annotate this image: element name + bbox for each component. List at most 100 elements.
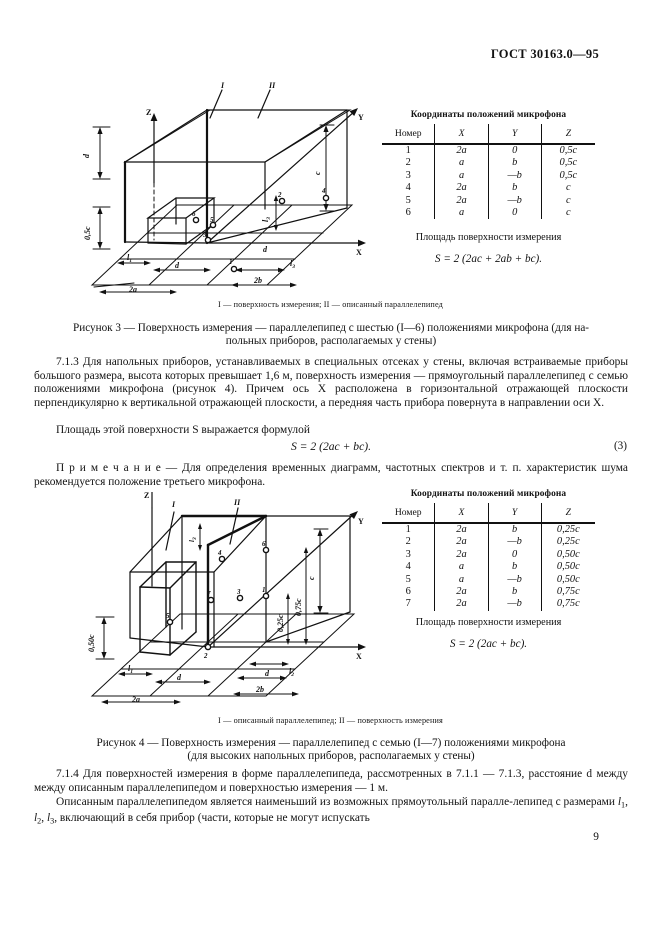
leader-label-2: II bbox=[268, 81, 276, 90]
cell-y: b bbox=[488, 586, 542, 599]
mic-label-6: 6 bbox=[262, 540, 266, 548]
table-row: 1 2a 0 0,5c bbox=[382, 144, 595, 158]
cell-x: a bbox=[434, 169, 489, 183]
cell-number: 7 bbox=[382, 598, 436, 611]
col-header-x: X bbox=[434, 503, 489, 523]
col-header-y: Y bbox=[488, 503, 542, 523]
cell-number: 4 bbox=[382, 182, 436, 195]
dim-label-l3: l3 bbox=[188, 537, 198, 542]
table-row: 3 a —b 0,5c bbox=[382, 169, 595, 183]
axis-label-z: Z bbox=[144, 492, 149, 500]
table-row: 5 2a —b c bbox=[382, 194, 595, 208]
mic-label-7: 7 bbox=[207, 590, 211, 598]
table-header-row: Номер X Y Z bbox=[382, 124, 595, 144]
cell-y: —b bbox=[488, 598, 542, 611]
table-row: 2 2a —b 0,25c bbox=[382, 536, 595, 549]
mic-point-2 bbox=[278, 197, 286, 205]
dim-label-half-c: 0,50c bbox=[87, 634, 96, 652]
figure-4-svg: Z Y X I II l3 0,50c c 0,75c 0,25c l1 d l… bbox=[87, 491, 366, 705]
cell-z: 0,5c bbox=[559, 145, 578, 156]
cell-y: —b bbox=[488, 573, 542, 587]
dim-label-d2: d bbox=[265, 669, 270, 678]
axis-label-x: X bbox=[356, 652, 362, 661]
cell-z: c bbox=[566, 182, 571, 194]
dim-label-d: d bbox=[177, 673, 182, 682]
cell-x: 2a bbox=[434, 586, 489, 599]
mic-point-4 bbox=[322, 194, 330, 202]
cell-z: 0,75c bbox=[556, 598, 580, 610]
cell-number: 1 bbox=[382, 144, 436, 158]
paragraph-7-1-3-tail: Площадь этой поверхности S выражается фо… bbox=[56, 424, 310, 436]
dim-label-2a: 2a bbox=[131, 695, 140, 704]
cell-number: 5 bbox=[382, 194, 436, 208]
figure-4-caption: Рисунок 4 — Поверхность измерения — пара… bbox=[96, 737, 566, 763]
dim-label-c: c bbox=[307, 576, 316, 580]
mic-label-4: 4 bbox=[217, 549, 222, 557]
dim-label-quarter-c: 0,25c bbox=[276, 614, 285, 632]
coord-table-2-title: Координаты положений микрофона bbox=[410, 489, 567, 499]
dim-label-d2: d bbox=[175, 261, 180, 270]
mic-point-5 bbox=[209, 221, 217, 229]
figure-3-svg: Z Y X I II d 0,5c c l3 l1 d l3 d 2a 2b 1… bbox=[82, 81, 366, 295]
mic-label-2: 2 bbox=[277, 191, 282, 199]
axis-label-y: Y bbox=[358, 517, 364, 526]
cell-number: 1 bbox=[382, 523, 436, 537]
figure-4-legend: I — описанный параллелепипед; II — повер… bbox=[218, 716, 443, 725]
axis-label-y: Y bbox=[358, 113, 364, 122]
cell-z: c bbox=[566, 194, 571, 206]
cell-x: a bbox=[434, 573, 489, 587]
coord-table-1: Номер X Y Z 1 2a 0 0,5c 2 a b 0,5c 3 a bbox=[382, 124, 595, 220]
note-7-1-3: П р и м е ч а н и е — Для определения вр… bbox=[34, 462, 628, 488]
table-row: 7 2a —b 0,75c bbox=[382, 598, 595, 611]
cell-y: —b bbox=[488, 536, 542, 549]
table-header-row: Номер X Y Z bbox=[382, 503, 595, 523]
cell-x: 2a bbox=[434, 144, 489, 158]
cell-z: 0,5c bbox=[559, 169, 578, 181]
page-number: 9 bbox=[593, 831, 599, 843]
col-header-x: X bbox=[434, 124, 489, 144]
figure-3-caption: Рисунок 3 — Поверхность измерения — пара… bbox=[72, 322, 590, 348]
mic-label-1: 1 bbox=[262, 586, 266, 594]
cell-z: 0,50c bbox=[556, 561, 580, 573]
mic-point-1 bbox=[230, 265, 238, 273]
col-header-z: Z bbox=[565, 128, 572, 139]
mic-point-3 bbox=[236, 594, 244, 602]
cell-y: 0 bbox=[488, 207, 542, 220]
cell-y: b bbox=[488, 523, 542, 537]
dim-label-2a: 2a bbox=[128, 285, 137, 294]
standard-header: ГОСТ 30163.0—95 bbox=[490, 47, 599, 61]
mic-point-1 bbox=[262, 592, 270, 600]
figure-3-diagram: Z Y X I II d 0,5c c l3 l1 d l3 d 2a 2b 1… bbox=[62, 80, 374, 307]
cell-number: 3 bbox=[382, 548, 436, 562]
col-header-y: Y bbox=[488, 124, 542, 144]
cell-y: b bbox=[488, 157, 542, 170]
mic-point-3 bbox=[204, 236, 212, 244]
figure-4-diagram: Z Y X I II l3 0,50c c 0,75c 0,25c l1 d l… bbox=[62, 491, 374, 713]
axis-label-x: X bbox=[356, 248, 362, 257]
dim-label-l1: l1 bbox=[128, 664, 133, 675]
cell-number: 3 bbox=[382, 169, 436, 183]
leader-label-1: I bbox=[220, 81, 225, 90]
dim-label-c: c bbox=[313, 171, 322, 175]
paragraph-7-1-4b: Описанным параллелепипедом является наим… bbox=[34, 796, 628, 826]
mic-label-5: 5 bbox=[210, 216, 214, 224]
formula-3-number: (3) bbox=[613, 440, 627, 452]
coord-table-1-title: Координаты положений микрофона bbox=[410, 110, 567, 120]
leader-label-2: II bbox=[233, 498, 241, 507]
table-row: 1 2a b 0,25c bbox=[382, 523, 595, 537]
cell-z: 0,50c bbox=[556, 548, 580, 560]
mic-point-2 bbox=[204, 643, 212, 651]
col-header-z: Z bbox=[565, 507, 571, 518]
mic-point-6 bbox=[262, 546, 270, 554]
mic-label-3: 3 bbox=[236, 588, 241, 596]
area-label-2: Площадь поверхности измерения bbox=[415, 617, 562, 628]
table-row: 4 2a b c bbox=[382, 182, 595, 195]
cell-number: 6 bbox=[382, 207, 436, 220]
cell-x: 2a bbox=[434, 194, 489, 208]
table-row: 6 2a b 0,75c bbox=[382, 586, 595, 599]
cell-number: 2 bbox=[382, 536, 436, 549]
cell-number: 5 bbox=[382, 573, 436, 587]
dim-label-half-c: 0,5c bbox=[83, 226, 92, 240]
cell-z: 0,75c bbox=[556, 586, 580, 598]
